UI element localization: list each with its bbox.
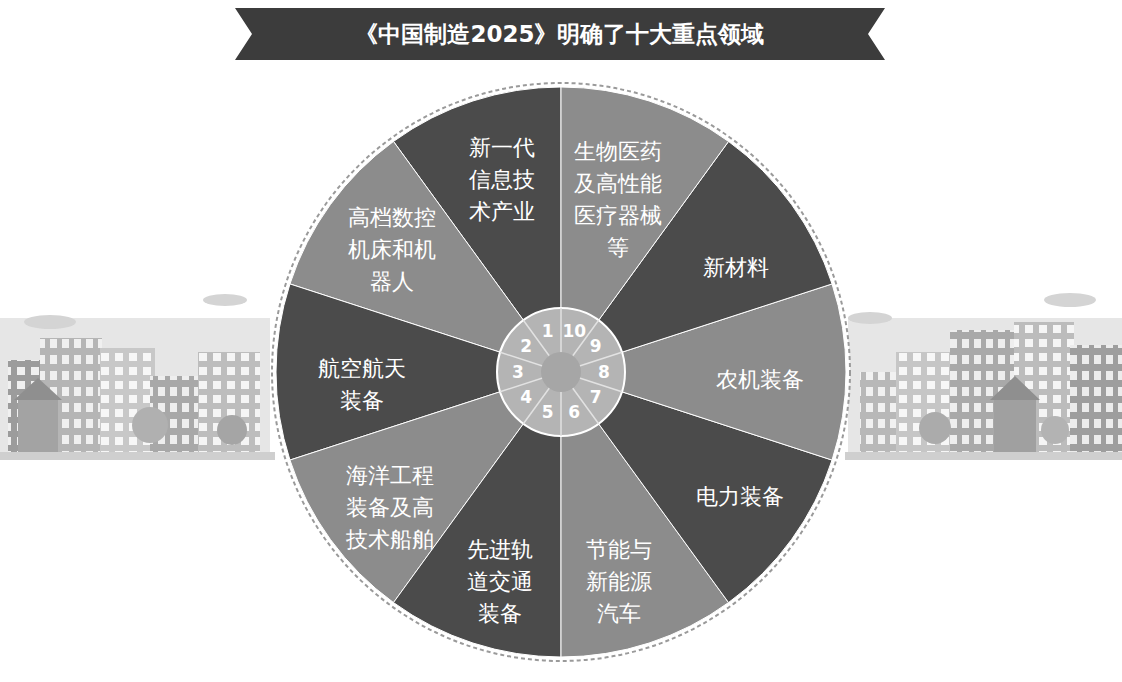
sector-label: 新一代信息技术产业 bbox=[466, 132, 538, 228]
sector-label: 航空航天装备 bbox=[315, 353, 409, 417]
sector-label: 农机装备 bbox=[713, 364, 807, 396]
sector-label: 生物医药及高性能医疗器械等 bbox=[571, 136, 665, 264]
sector-label: 节能与新能源汽车 bbox=[583, 534, 655, 630]
callout-number: 3 bbox=[512, 364, 524, 381]
callout-number: 5 bbox=[542, 404, 554, 421]
sector-label: 高档数控机床和机器人 bbox=[345, 202, 439, 298]
callout-number: 1 bbox=[542, 323, 554, 340]
sector-label: 电力装备 bbox=[693, 481, 787, 513]
banner-title: 《中国制造2025》明确了十大重点领域 bbox=[355, 19, 764, 50]
callout-number: 7 bbox=[590, 389, 602, 406]
sector-label: 海洋工程装备及高技术船舶 bbox=[343, 460, 437, 556]
callout-number: 6 bbox=[568, 404, 580, 421]
callout-number: 8 bbox=[598, 364, 610, 381]
sector-label: 新材料 bbox=[700, 252, 772, 284]
callout-number: 2 bbox=[520, 338, 532, 355]
sector-label: 先进轨道交通装备 bbox=[464, 534, 536, 630]
callout-number: 4 bbox=[520, 389, 532, 406]
callout-number: 9 bbox=[590, 338, 602, 355]
callout-number: 10 bbox=[562, 323, 586, 340]
